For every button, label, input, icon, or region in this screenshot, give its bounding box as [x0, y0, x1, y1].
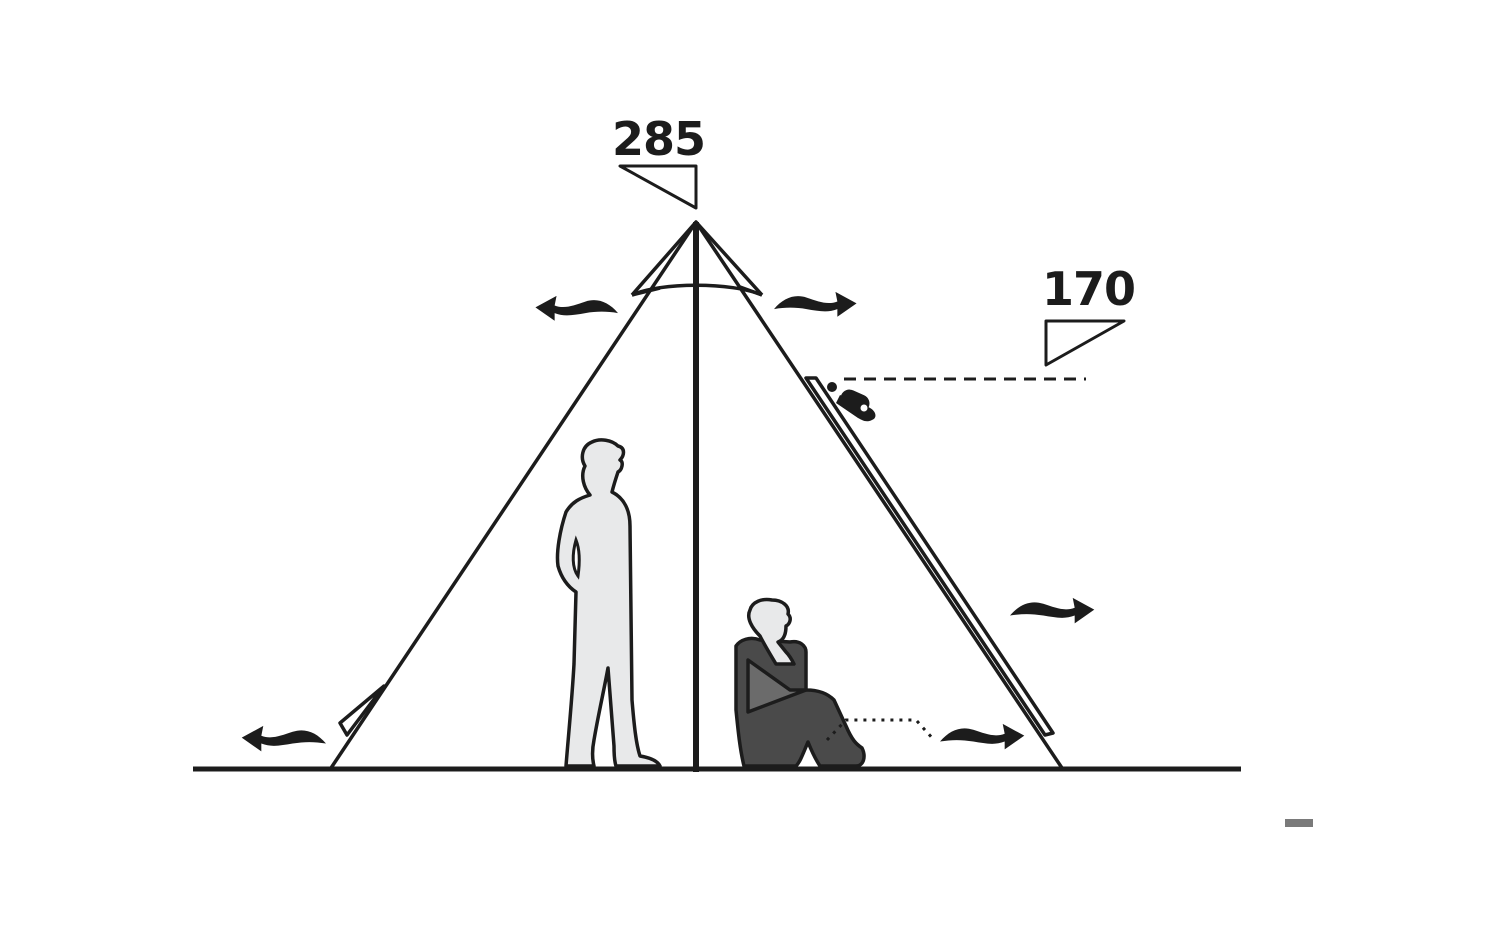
airflow-arrow-top-left-icon [535, 295, 618, 321]
top-vent-icon [630, 220, 764, 297]
peak-height-marker-icon [618, 164, 698, 210]
side-height-marker-icon [1044, 319, 1126, 367]
lantern-icon [827, 382, 876, 422]
standing-person-icon [555, 438, 662, 768]
side-height-label: 170 [1042, 262, 1136, 316]
tent-outline [329, 221, 1064, 769]
minimize-indicator[interactable] [1285, 819, 1313, 827]
standing-person-arm-gap [571, 535, 581, 580]
airflow-arrow-bottom-right-icon [940, 723, 1025, 750]
seated-person-icon [734, 597, 866, 768]
lower-vent-flap-icon [338, 684, 386, 737]
airflow-arrow-top-right-icon [774, 291, 857, 317]
airflow-arrow-bottom-left-icon [241, 725, 326, 752]
airflow-arrow-mid-right-icon [1010, 597, 1095, 624]
peak-height-label: 285 [612, 112, 706, 166]
door-panel [804, 376, 1055, 737]
